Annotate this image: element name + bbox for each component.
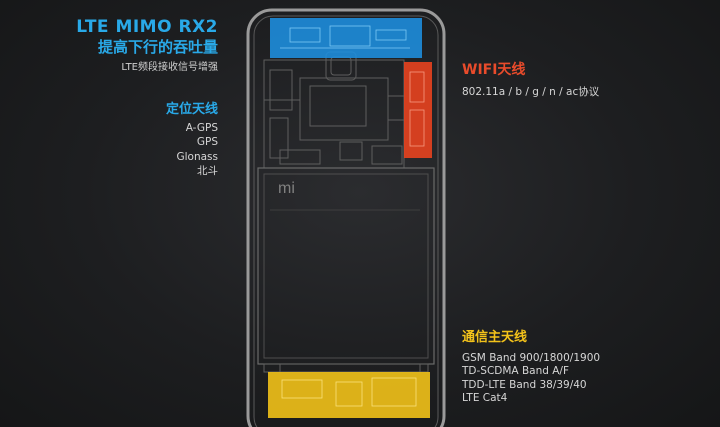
lte-title: LTE MIMO RX2: [76, 17, 218, 37]
positioning-label-group: 定位天线 A-GPS GPS Glonass 北斗: [100, 102, 218, 179]
bottom-circuitry: [263, 363, 429, 373]
positioning-item: GPS: [196, 136, 218, 149]
phone-inner-frame: [253, 15, 439, 427]
lte-antenna-detail: [280, 25, 410, 49]
battery-outline: [257, 167, 435, 365]
main-antenna-item: GSM Band 900/1800/1900: [462, 352, 601, 365]
wifi-title: WIFI天线: [462, 62, 526, 78]
main-antenna-detail: [281, 377, 417, 407]
main-antenna-item: TDD-LTE Band 38/39/40: [462, 378, 587, 391]
lte-subtitle: 提高下行的吞吐量: [97, 38, 218, 57]
main-antenna-label-group: 通信主天线 GSM Band 900/1800/1900 TD-SCDMA Ba…: [462, 330, 682, 405]
lte-label-group: LTE MIMO RX2 提高下行的吞吐量 LTE频段接收信号增强: [40, 17, 218, 75]
battery-inner: [263, 173, 429, 359]
positioning-title: 定位天线: [165, 102, 218, 117]
mi-logo: mi: [278, 180, 295, 197]
lte-mimo-antenna-region: [270, 18, 422, 58]
lte-description: LTE频段接收信号增强: [121, 62, 218, 73]
wifi-label-group: WIFI天线 802.11a / b / g / n / ac协议: [462, 62, 662, 99]
wifi-description: 802.11a / b / g / n / ac协议: [462, 85, 600, 98]
internal-circuitry: [263, 51, 405, 169]
main-antenna-item: LTE Cat4: [462, 391, 508, 404]
positioning-item: 北斗: [197, 164, 218, 177]
main-antenna-item: TD-SCDMA Band A/F: [462, 365, 570, 378]
positioning-item: Glonass: [176, 150, 218, 163]
main-antenna-region: [268, 372, 430, 418]
phone-frame: [246, 8, 446, 427]
wifi-antenna-detail: [409, 71, 425, 147]
main-antenna-title: 通信主天线: [462, 330, 528, 345]
positioning-item: A-GPS: [185, 122, 218, 135]
